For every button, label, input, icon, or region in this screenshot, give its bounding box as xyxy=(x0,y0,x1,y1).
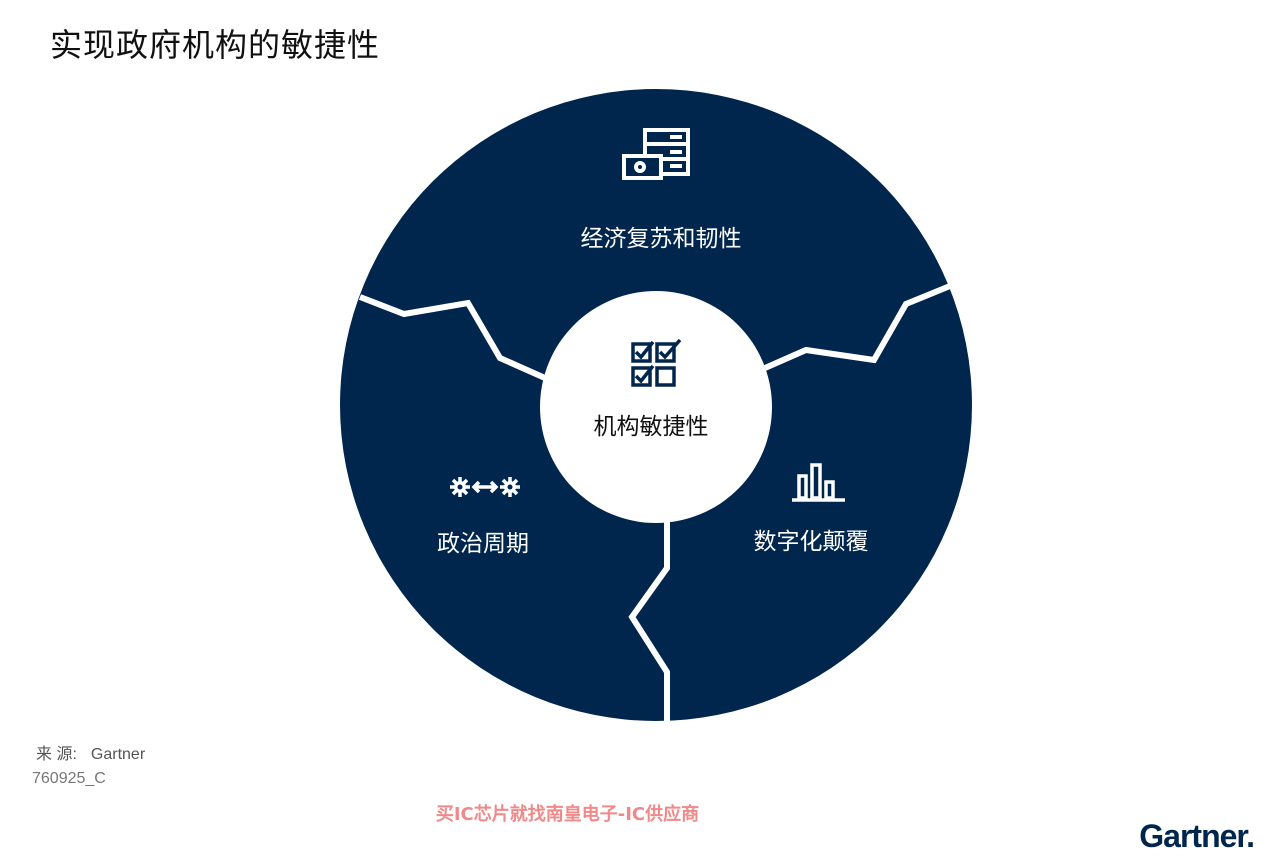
gartner-logo: Gartner. xyxy=(1139,818,1255,854)
server-rack-icon xyxy=(622,128,690,180)
source-line: 来 源: Gartner xyxy=(36,740,145,764)
bar-chart-icon xyxy=(792,463,845,502)
page-title: 实现政府机构的敏捷性 xyxy=(50,26,381,64)
source-label: 来 源: xyxy=(36,746,77,763)
divider-right xyxy=(763,283,952,371)
segment-label-economy: 经济复苏和韧性 xyxy=(581,226,742,252)
gears-exchange-icon xyxy=(450,477,520,497)
figure-code: 760925_C xyxy=(32,770,106,787)
checklist-grid-icon xyxy=(631,338,682,387)
segment-label-politics: 政治周期 xyxy=(437,531,529,557)
divider-bottom xyxy=(628,520,670,724)
source-value: Gartner xyxy=(90,746,146,763)
center-label: 机构敏捷性 xyxy=(594,414,709,440)
segment-label-digital: 数字化颠覆 xyxy=(754,529,869,555)
center-circle xyxy=(540,291,772,523)
divider-left xyxy=(358,294,547,381)
watermark-text: 买IC芯片就找南皇电子-IC供应商 xyxy=(435,804,700,825)
